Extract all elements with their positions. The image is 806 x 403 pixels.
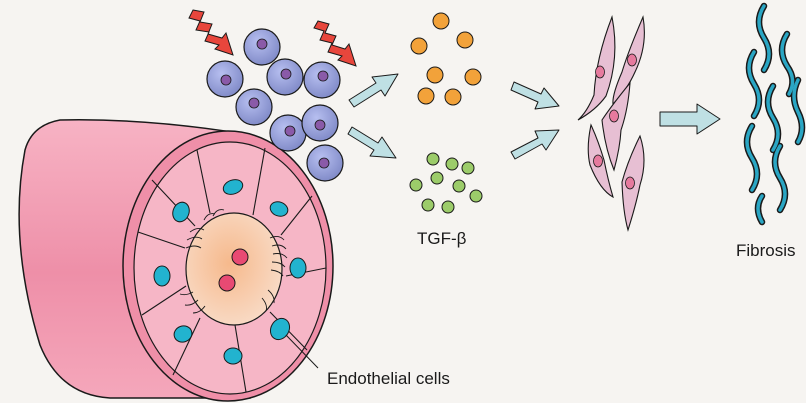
lumen-cell	[218, 274, 236, 292]
orange-particle	[417, 87, 435, 105]
fibrosis-fiber	[757, 4, 771, 72]
fibroblast	[621, 134, 645, 232]
green-particle-group	[409, 152, 483, 214]
lumen-cilia	[179, 209, 288, 314]
tgf-beta-label: TGF-β	[417, 229, 467, 248]
lumen-cell	[231, 248, 249, 266]
immune-cell	[303, 61, 341, 99]
orange-particle	[444, 88, 462, 106]
green-particle	[409, 178, 423, 192]
arrow-icon	[348, 73, 399, 108]
fibrosis-fiber	[792, 78, 804, 144]
immune-cell	[301, 104, 339, 142]
fibrosis-fiber	[756, 194, 764, 224]
fibrosis-fiber	[747, 50, 761, 118]
green-particle	[461, 161, 475, 175]
immune-cell	[266, 58, 304, 96]
green-particle	[469, 189, 483, 203]
endothelial-cells-label: Endothelial cells	[327, 369, 450, 388]
endothelial-leader-line	[285, 334, 319, 369]
green-particle	[426, 152, 440, 166]
immune-cell	[235, 88, 273, 126]
blood-vessel	[18, 119, 334, 402]
orange-particle-group	[410, 12, 482, 106]
immune-cell-cluster	[206, 28, 344, 182]
orange-particle	[426, 66, 444, 84]
immune-cell	[206, 60, 244, 98]
fibrosis-fiber	[773, 144, 787, 212]
fibrosis-fiber	[766, 84, 780, 152]
fibrosis-fiber	[780, 32, 795, 96]
arrow-icon	[347, 126, 397, 159]
fibrosis-fiber	[745, 124, 759, 192]
green-particle	[430, 171, 444, 185]
fibroblast-group	[577, 15, 645, 232]
green-particle	[441, 200, 455, 214]
fibroblast	[587, 123, 614, 199]
immune-cell	[243, 28, 281, 66]
green-particle	[421, 198, 435, 212]
vessel-lumen	[185, 212, 283, 326]
fibroblast	[601, 81, 631, 172]
endothelial-nuclei	[153, 179, 307, 365]
endothelial-boundaries	[137, 147, 327, 393]
green-particle	[445, 157, 459, 171]
lightning-bolt-icon	[313, 20, 357, 67]
arrow-icon	[659, 103, 721, 135]
arrow-icon	[510, 129, 560, 160]
orange-particle	[464, 68, 482, 86]
orange-particle	[410, 37, 428, 55]
fibrosis-label: Fibrosis	[736, 241, 796, 260]
immune-cell	[306, 144, 344, 182]
orange-particle	[456, 31, 474, 49]
immune-cell	[269, 114, 307, 152]
fibrosis-fibers	[743, 2, 806, 226]
fibroblast	[577, 15, 616, 121]
lightning-bolt-icon	[188, 9, 234, 56]
green-particle	[452, 179, 466, 193]
arrow-icon	[510, 81, 560, 110]
orange-particle	[432, 12, 450, 30]
